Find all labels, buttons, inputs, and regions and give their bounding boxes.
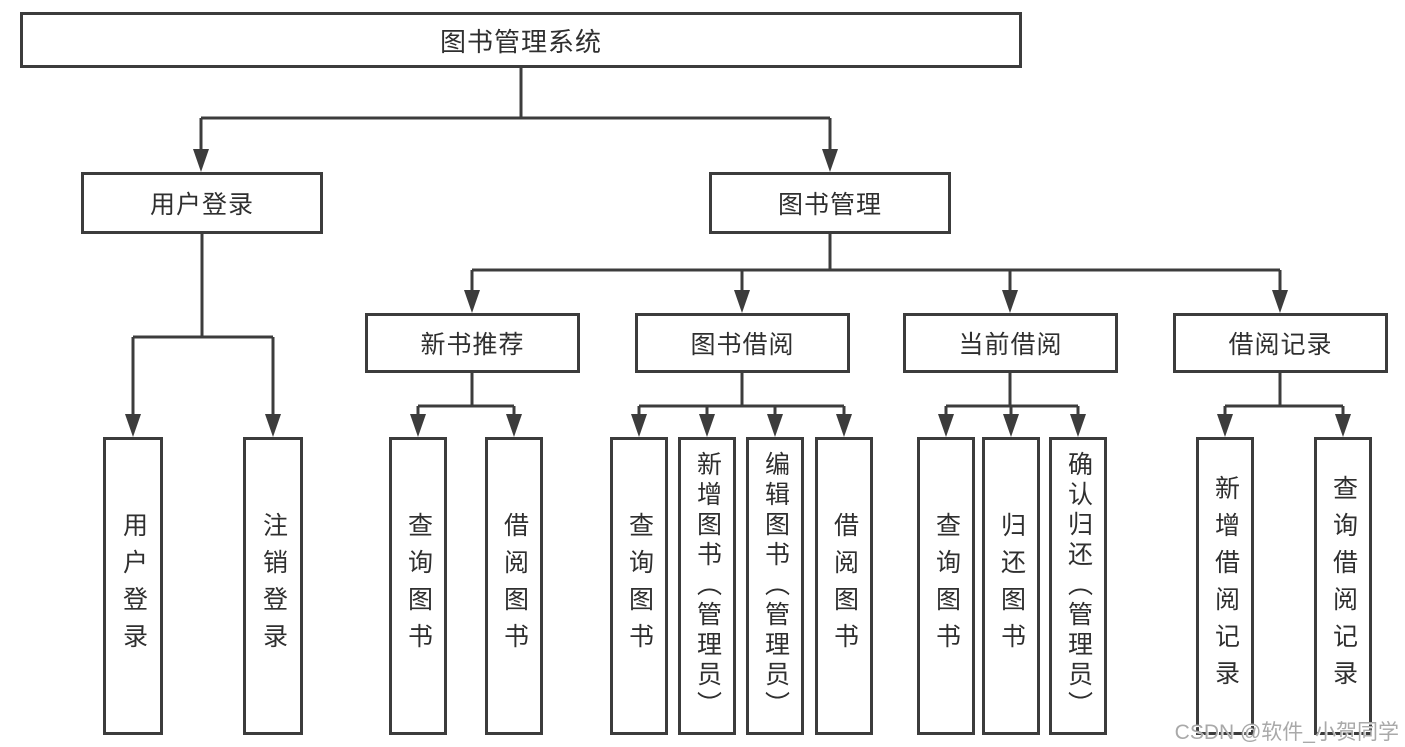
node-user-login: 用户登录 (81, 172, 323, 234)
leaf-label: 新增借阅记录 (1211, 475, 1240, 697)
leaf-label: 查询借阅记录 (1329, 475, 1358, 697)
leaf-label: 借阅图书 (500, 512, 529, 660)
leaf-borrow-books: 借阅图书 (485, 437, 543, 735)
node-new-book-recommendation: 新书推荐 (365, 313, 580, 373)
node-current-borrowing: 当前借阅 (903, 313, 1118, 373)
leaf-add-borrow-record: 新增借阅记录 (1196, 437, 1254, 735)
leaf-query-books: 查询图书 (917, 437, 975, 735)
leaf-label: 注销登录 (259, 512, 288, 660)
leaf-label: 归还图书 (997, 512, 1026, 660)
leaf-label: 确认归还（管理员） (1064, 451, 1093, 721)
leaf-logout: 注销登录 (243, 437, 303, 735)
leaf-query-books: 查询图书 (610, 437, 668, 735)
leaf-label: 查询图书 (625, 512, 654, 660)
leaf-label: 查询图书 (404, 512, 433, 660)
leaf-label: 借阅图书 (830, 512, 859, 660)
leaf-borrow-books: 借阅图书 (815, 437, 873, 735)
node-label: 图书管理 (777, 191, 882, 219)
node-library-management-system: 图书管理系统 (20, 12, 1022, 68)
node-book-borrowing: 图书借阅 (635, 313, 850, 373)
leaf-query-borrow-record: 查询借阅记录 (1314, 437, 1372, 735)
leaf-label: 编辑图书（管理员） (761, 451, 790, 721)
leaf-label: 新增图书（管理员） (693, 451, 722, 721)
node-label: 图书借阅 (690, 331, 795, 359)
node-label: 新书推荐 (420, 331, 525, 359)
leaf-return-books: 归还图书 (982, 437, 1040, 735)
node-borrowing-records: 借阅记录 (1173, 313, 1388, 373)
leaf-user-login: 用户登录 (103, 437, 163, 735)
leaf-confirm-return-admin: 确认归还（管理员） (1049, 437, 1107, 735)
node-label: 图书管理系统 (439, 26, 602, 57)
leaf-add-book-admin: 新增图书（管理员） (678, 437, 736, 735)
node-label: 当前借阅 (958, 331, 1063, 359)
leaf-query-books: 查询图书 (389, 437, 447, 735)
leaf-label: 查询图书 (932, 512, 961, 660)
node-label: 用户登录 (149, 191, 254, 219)
node-book-management: 图书管理 (709, 172, 951, 234)
leaf-edit-book-admin: 编辑图书（管理员） (746, 437, 804, 735)
csdn-watermark: CSDN @软件_小贺同学 (1174, 721, 1399, 744)
leaf-label: 用户登录 (119, 512, 148, 660)
node-label: 借阅记录 (1228, 331, 1333, 359)
